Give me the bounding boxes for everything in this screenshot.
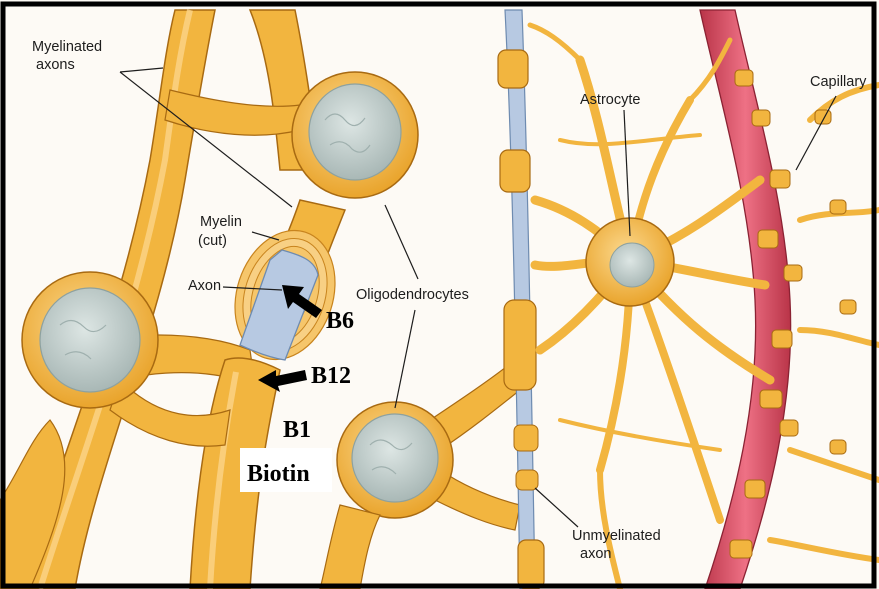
label-b6: B6 <box>326 308 354 334</box>
label-unmyelinated-axon: axon <box>580 546 611 562</box>
label-b1: B1 <box>283 417 311 443</box>
label-astrocyte: Astrocyte <box>580 92 640 108</box>
nucleus <box>309 84 401 180</box>
label-biotin: Biotin <box>247 461 310 487</box>
oligodendrocyte-left <box>22 272 158 408</box>
label-axon: Axon <box>188 278 221 294</box>
label-unmyelinated: Unmyelinated <box>572 528 661 544</box>
label-b12: B12 <box>311 363 351 389</box>
nucleus <box>40 288 140 392</box>
label-oligodendrocytes: Oligodendrocytes <box>356 287 469 303</box>
label-myelin: Myelin <box>200 214 242 230</box>
label-myelin-cut: (cut) <box>198 233 227 249</box>
label-myelinated-axons-1: Myelinated <box>32 39 102 55</box>
label-capillary: Capillary <box>810 74 867 90</box>
label-myelinated-axons-2: axons <box>36 57 75 73</box>
nucleus <box>352 414 438 502</box>
